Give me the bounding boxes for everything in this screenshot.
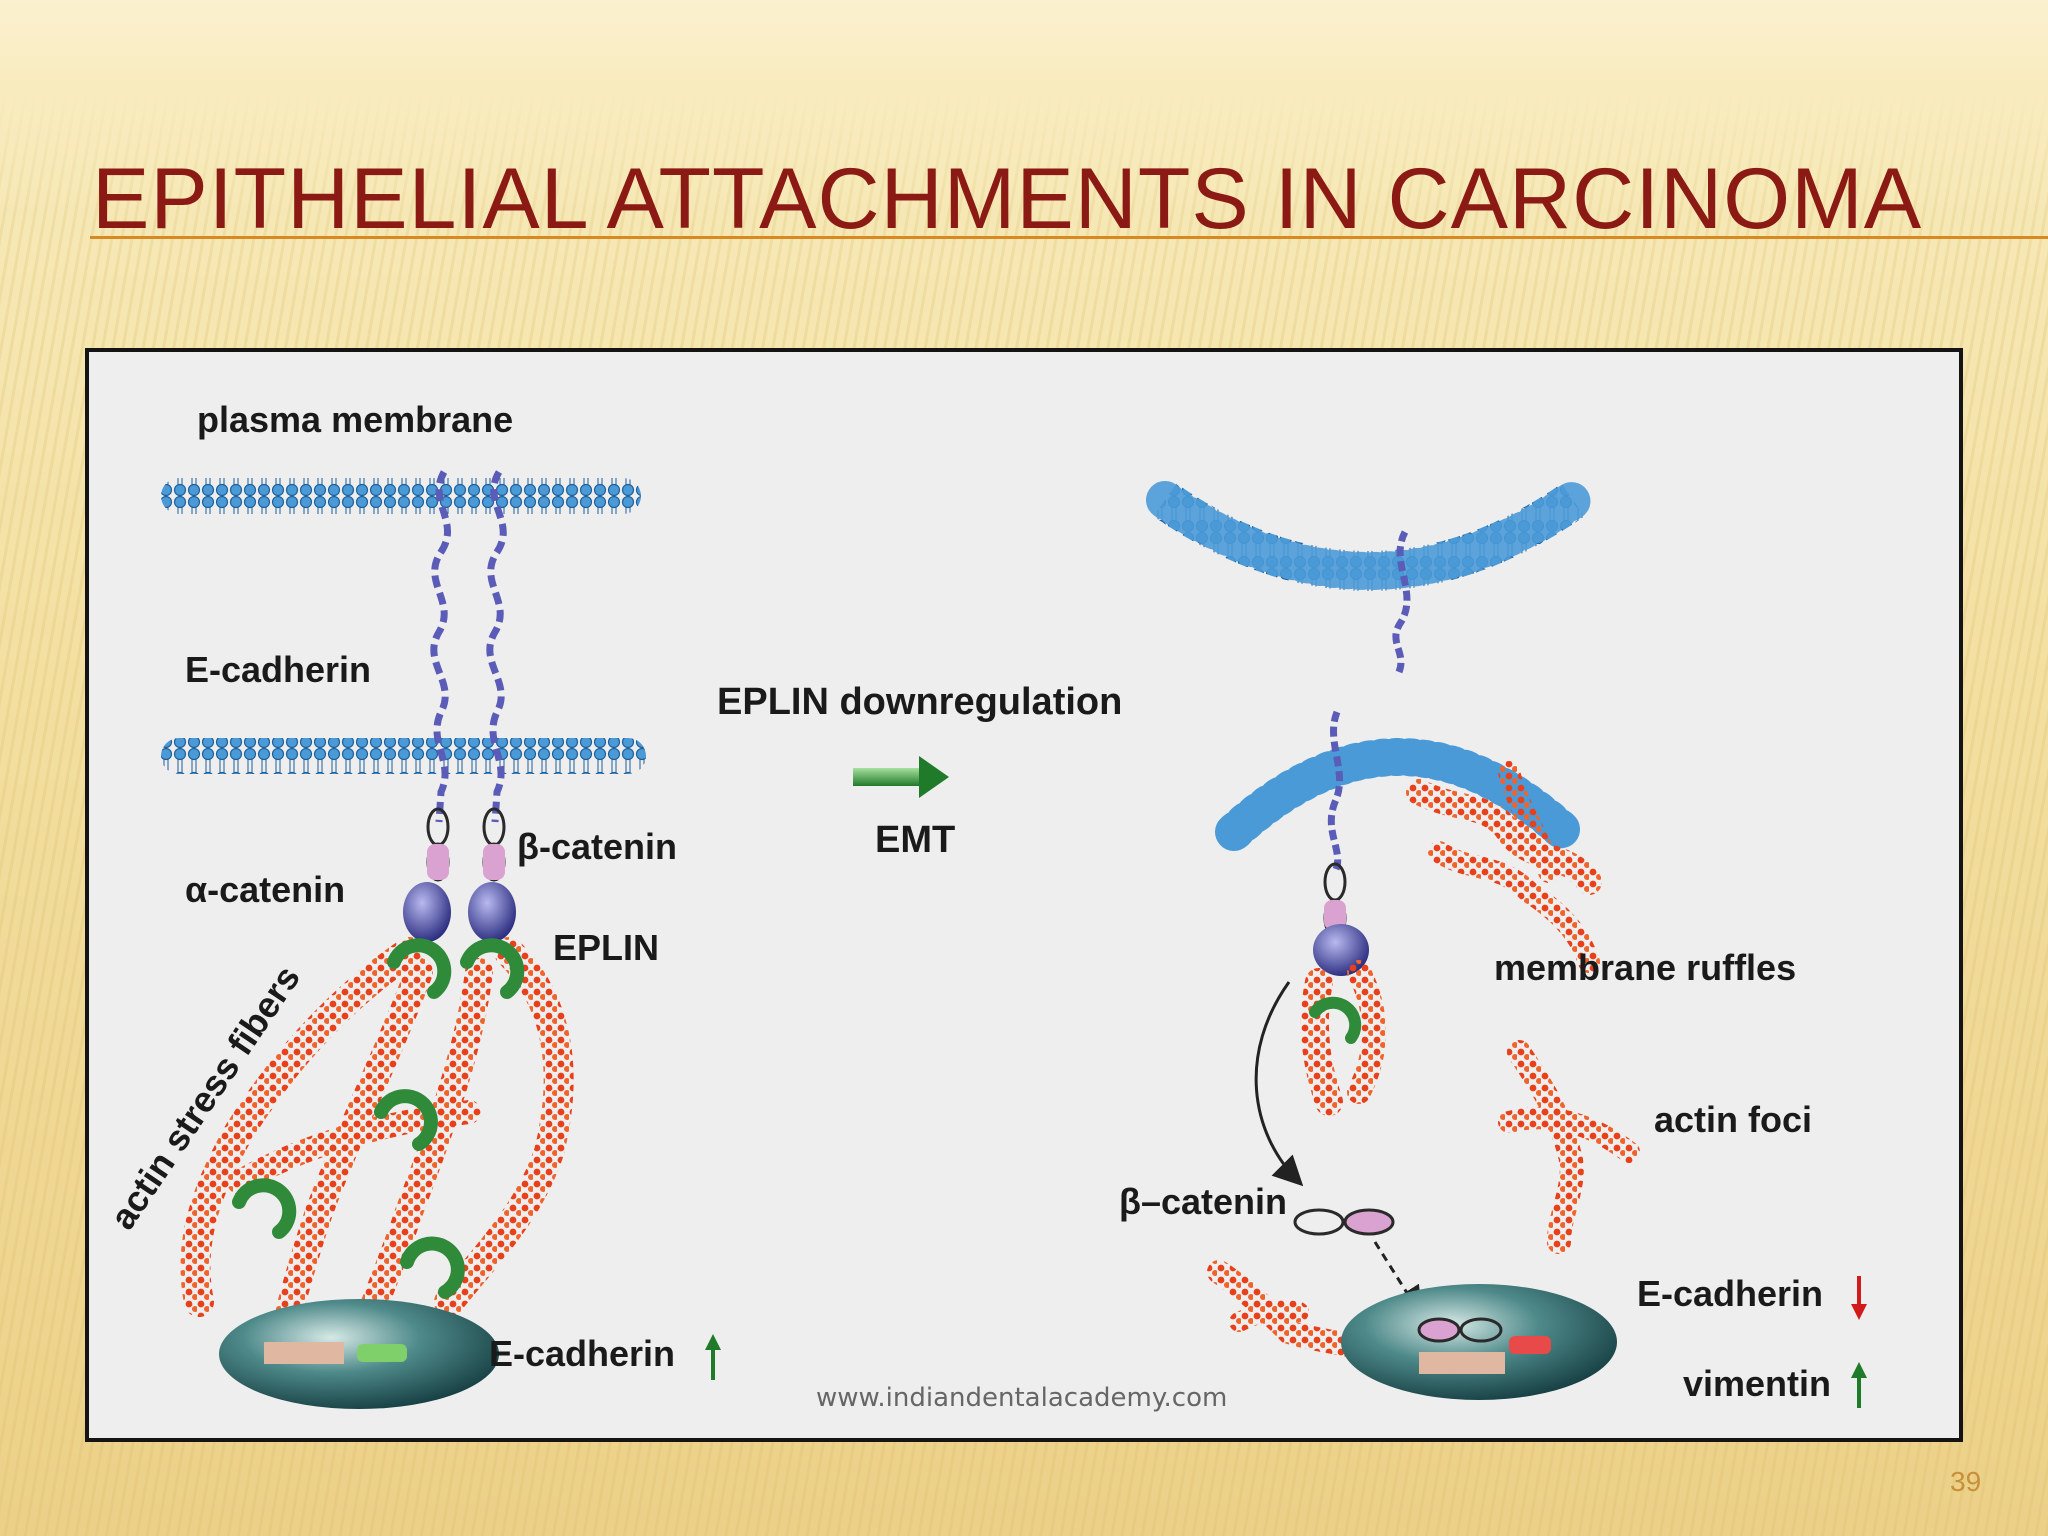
right-beta-catenin-label: β–catenin	[1119, 1181, 1287, 1222]
right-beta-catenin-bound	[1323, 862, 1347, 938]
plasma-membrane-label: plasma membrane	[197, 399, 513, 440]
right-panel: membrane ruffles actin foci β–catenin E-…	[1119, 481, 1867, 1408]
e-cadherin-strand-1	[430, 470, 451, 823]
watermark-url: www.indiandentalacademy.com	[816, 1383, 1227, 1413]
alpha-catenin-molecule-2	[468, 882, 516, 942]
diagram-figure: plasma membrane E-cadherin β-catenin α-c…	[85, 348, 1963, 1442]
page-number: 39	[1950, 1466, 1982, 1497]
membrane-ruffles-label: membrane ruffles	[1494, 947, 1796, 988]
left-dna-segment	[264, 1342, 344, 1364]
nuclear-beta-catenin	[1417, 1317, 1503, 1343]
upper-plasma-membrane	[161, 478, 641, 514]
arrow-down-icon	[1851, 1276, 1867, 1320]
right-dna-segment	[1419, 1352, 1505, 1374]
left-panel: plasma membrane E-cadherin β-catenin α-c…	[102, 399, 721, 1409]
left-e-cadherin-label: E-cadherin	[489, 1333, 675, 1374]
e-cadherin-strand-2	[486, 470, 507, 823]
actin-foci-label: actin foci	[1654, 1099, 1812, 1140]
eplin-label: EPLIN	[553, 927, 659, 968]
left-gene-marker	[357, 1344, 407, 1362]
e-cadherin-label: E-cadherin	[185, 649, 371, 690]
right-gene-marker	[1509, 1336, 1551, 1354]
right-e-cadherin-upper	[1392, 530, 1411, 674]
right-e-cadherin-label: E-cadherin	[1637, 1273, 1823, 1314]
center-transition: EPLIN downregulation EMT	[717, 681, 1122, 861]
emt-diagram: plasma membrane E-cadherin β-catenin α-c…	[102, 399, 1867, 1413]
right-actin-attachment	[1300, 960, 1386, 1116]
arrow-up-icon	[705, 1334, 721, 1380]
free-beta-catenin	[1293, 1208, 1395, 1236]
alpha-catenin-molecule-1	[403, 882, 451, 942]
beta-catenin-molecules	[426, 807, 506, 882]
vimentin-arrow-up-icon	[1851, 1362, 1867, 1408]
lower-plasma-membrane	[161, 738, 646, 774]
alpha-catenin-label: α-catenin	[185, 869, 345, 910]
actin-foci	[1498, 1040, 1640, 1254]
slide-title: EPITHELIAL ATTACHMENTS IN CARCINOMA	[92, 151, 1923, 247]
eplin-downregulation-label: EPLIN downregulation	[717, 681, 1122, 723]
membrane-ruffles-actin	[1406, 761, 1602, 973]
translocation-arrow	[1254, 981, 1304, 1187]
beta-catenin-label: β-catenin	[517, 826, 677, 867]
title-underline	[90, 236, 2048, 239]
right-e-cadherin-lower	[1327, 710, 1343, 874]
right-arrow-icon	[853, 756, 949, 798]
eplin-molecules	[232, 938, 525, 1299]
emt-label: EMT	[875, 819, 955, 861]
vimentin-label: vimentin	[1683, 1363, 1831, 1404]
